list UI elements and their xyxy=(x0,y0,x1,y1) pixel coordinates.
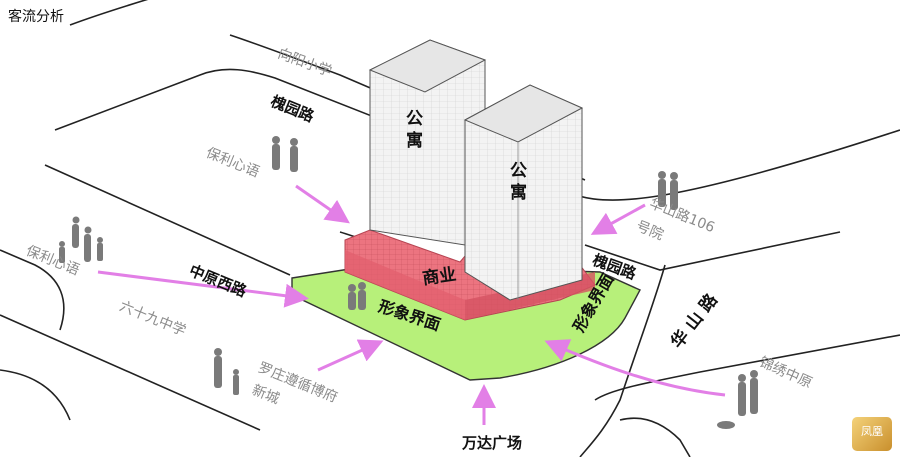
arrow-west xyxy=(97,270,309,308)
watermark-badge: 凤凰 xyxy=(852,417,892,451)
tower-left-label: 公寓 xyxy=(406,109,423,151)
page-title: 客流分析 xyxy=(8,9,64,25)
apartment-tower-right xyxy=(463,84,584,301)
flow-arrows xyxy=(97,184,726,425)
podium-label: 商业 xyxy=(421,264,458,290)
pedestrian-silhouettes xyxy=(59,136,758,429)
place-wanda: 万达广场 xyxy=(462,434,523,452)
arrow-northeast xyxy=(590,203,646,235)
arrow-north xyxy=(295,184,350,224)
tower-right-label: 公寓 xyxy=(510,161,527,203)
arrow-southwest xyxy=(317,339,384,372)
apartment-tower-left xyxy=(368,39,487,246)
arrow-southeast xyxy=(544,339,726,397)
